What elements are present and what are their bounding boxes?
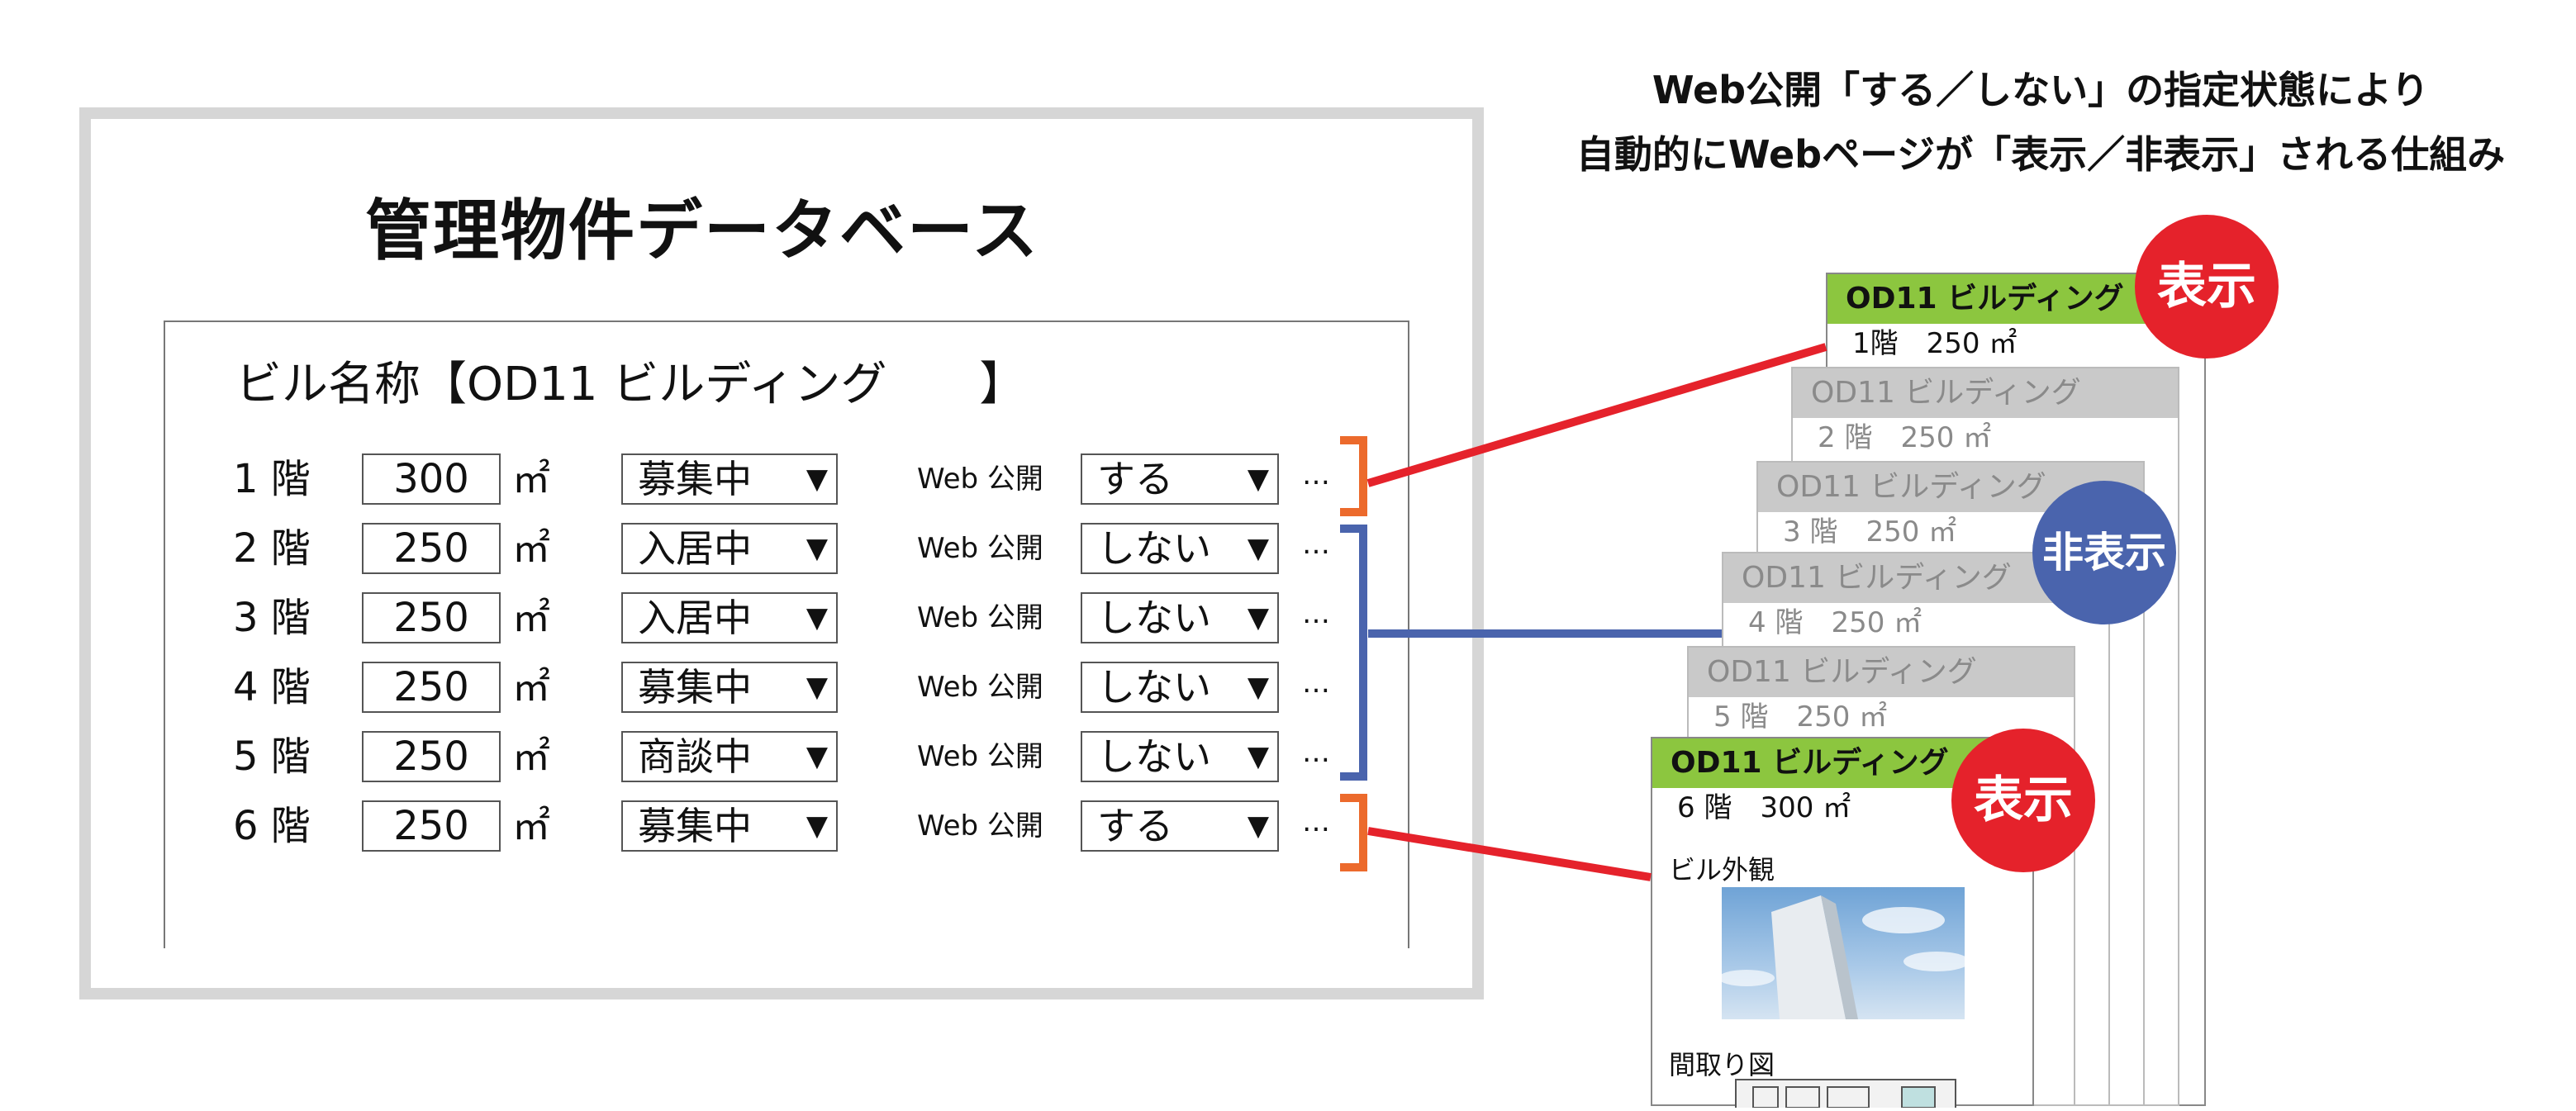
web-publish-label: Web 公開 — [917, 532, 1043, 565]
web-publish-label: Web 公開 — [917, 740, 1043, 773]
publish-select[interactable]: しない ▼ — [1081, 523, 1279, 574]
dropdown-arrow-icon: ▼ — [1247, 671, 1269, 704]
caption: Web公開「する／しない」の指定状態により 自動的にWebページが「表示／非表示… — [1512, 58, 2569, 187]
page-card-floor: 6 階 300 ㎡ — [1677, 791, 1851, 824]
area-input[interactable]: 250 — [362, 800, 501, 852]
dropdown-arrow-icon: ▼ — [1247, 740, 1269, 773]
page-card-floor: 4 階 250 ㎡ — [1748, 606, 1922, 639]
building-exterior-illustration — [1718, 895, 1970, 1019]
page-card-floor: 3 階 250 ㎡ — [1783, 515, 1957, 548]
status-value: 入居中 — [638, 596, 752, 640]
link-line-6f — [1367, 827, 1652, 881]
more-icon: … — [1302, 667, 1330, 700]
publish-value: しない — [1097, 526, 1211, 571]
dropdown-arrow-icon: ▼ — [1247, 532, 1269, 565]
status-select[interactable]: 入居中 ▼ — [621, 592, 838, 643]
floorplan-label: 間取り図 — [1669, 1049, 1775, 1080]
status-select[interactable]: 募集中 ▼ — [621, 662, 838, 713]
status-value: 募集中 — [638, 457, 752, 501]
status-value: 募集中 — [638, 804, 752, 848]
dropdown-arrow-icon: ▼ — [806, 532, 828, 565]
page-card-floor: 1階 250 ㎡ — [1852, 327, 2018, 360]
web-publish-label: Web 公開 — [917, 810, 1043, 843]
building-name-field[interactable]: ビル名称【OD11 ビルディング 】 — [235, 358, 1026, 411]
more-icon: … — [1302, 736, 1330, 769]
status-select[interactable]: 募集中 ▼ — [621, 800, 838, 852]
bracket-hidden-floors — [1340, 525, 1367, 781]
status-value: 商談中 — [638, 734, 752, 779]
publish-value: しない — [1097, 596, 1211, 640]
dropdown-arrow-icon: ▼ — [806, 671, 828, 704]
publish-select[interactable]: する ▼ — [1081, 800, 1279, 852]
area-input[interactable]: 250 — [362, 592, 501, 643]
floor-label: 6 階 — [233, 803, 311, 849]
dropdown-arrow-icon: ▼ — [806, 463, 828, 496]
unit-label: ㎡ — [512, 804, 550, 848]
publish-value: しない — [1097, 665, 1211, 710]
hide-badge: 非表示 — [2032, 481, 2176, 624]
dropdown-arrow-icon: ▼ — [806, 740, 828, 773]
floor-label: 2 階 — [233, 525, 311, 572]
page-card-floor: 5 階 250 ㎡ — [1713, 700, 1888, 734]
page-card-header: OD11 ビルディング — [1689, 648, 2074, 697]
show-badge-1f: 表示 — [2135, 215, 2279, 358]
status-value: 入居中 — [638, 526, 752, 571]
publish-value: する — [1097, 804, 1173, 848]
exterior-label: ビル外観 — [1669, 854, 1775, 885]
more-icon: … — [1302, 597, 1330, 630]
unit-label: ㎡ — [512, 665, 550, 710]
dropdown-arrow-icon: ▼ — [1247, 810, 1269, 843]
web-page-card-6f: OD11 ビルディング 6 階 300 ㎡ ビル外観 間取り図 — [1651, 737, 2034, 1109]
floor-label: 4 階 — [233, 664, 311, 710]
unit-label: ㎡ — [512, 457, 550, 501]
dropdown-arrow-icon: ▼ — [1247, 601, 1269, 634]
web-publish-label: Web 公開 — [917, 601, 1043, 634]
floor-label: 3 階 — [233, 595, 311, 641]
dropdown-arrow-icon: ▼ — [1247, 463, 1269, 496]
publish-select[interactable]: しない ▼ — [1081, 731, 1279, 782]
more-icon: … — [1302, 458, 1330, 491]
web-publish-label: Web 公開 — [917, 463, 1043, 496]
status-select[interactable]: 入居中 ▼ — [621, 523, 838, 574]
bracket-1f — [1340, 436, 1367, 516]
area-input[interactable]: 250 — [362, 731, 501, 782]
unit-label: ㎡ — [512, 526, 550, 571]
area-input[interactable]: 250 — [362, 662, 501, 713]
floor-label: 1 階 — [233, 456, 311, 502]
publish-select[interactable]: しない ▼ — [1081, 662, 1279, 713]
area-input[interactable]: 300 — [362, 453, 501, 505]
floor-label: 5 階 — [233, 734, 311, 780]
caption-line-1: Web公開「する／しない」の指定状態により — [1652, 68, 2430, 112]
database-title: 管理物件データベース — [365, 192, 1039, 269]
area-input[interactable]: 250 — [362, 523, 501, 574]
unit-label: ㎡ — [512, 734, 550, 779]
floorplan-illustration — [1752, 1086, 1936, 1109]
more-icon: … — [1302, 528, 1330, 561]
bracket-6f — [1340, 794, 1367, 871]
publish-select[interactable]: しない ▼ — [1081, 592, 1279, 643]
status-select[interactable]: 募集中 ▼ — [621, 453, 838, 505]
dropdown-arrow-icon: ▼ — [806, 601, 828, 634]
more-icon: … — [1302, 805, 1330, 838]
web-publish-label: Web 公開 — [917, 671, 1043, 704]
link-line-1f — [1366, 343, 1827, 487]
status-value: 募集中 — [638, 665, 752, 710]
page-card-floor: 2 階 250 ㎡ — [1818, 421, 1992, 454]
building-exterior-photo — [1718, 887, 1970, 1019]
publish-value: する — [1097, 457, 1173, 501]
unit-label: ㎡ — [512, 596, 550, 640]
status-select[interactable]: 商談中 ▼ — [621, 731, 838, 782]
publish-value: しない — [1097, 734, 1211, 779]
show-badge-6f: 表示 — [1951, 729, 2095, 872]
floorplan-image — [1735, 1079, 1956, 1109]
caption-line-2: 自動的にWebページが「表示／非表示」される仕組み — [1576, 132, 2506, 177]
publish-select[interactable]: する ▼ — [1081, 453, 1279, 505]
dropdown-arrow-icon: ▼ — [806, 810, 828, 843]
page-card-header: OD11 ビルディング — [1793, 368, 2178, 418]
